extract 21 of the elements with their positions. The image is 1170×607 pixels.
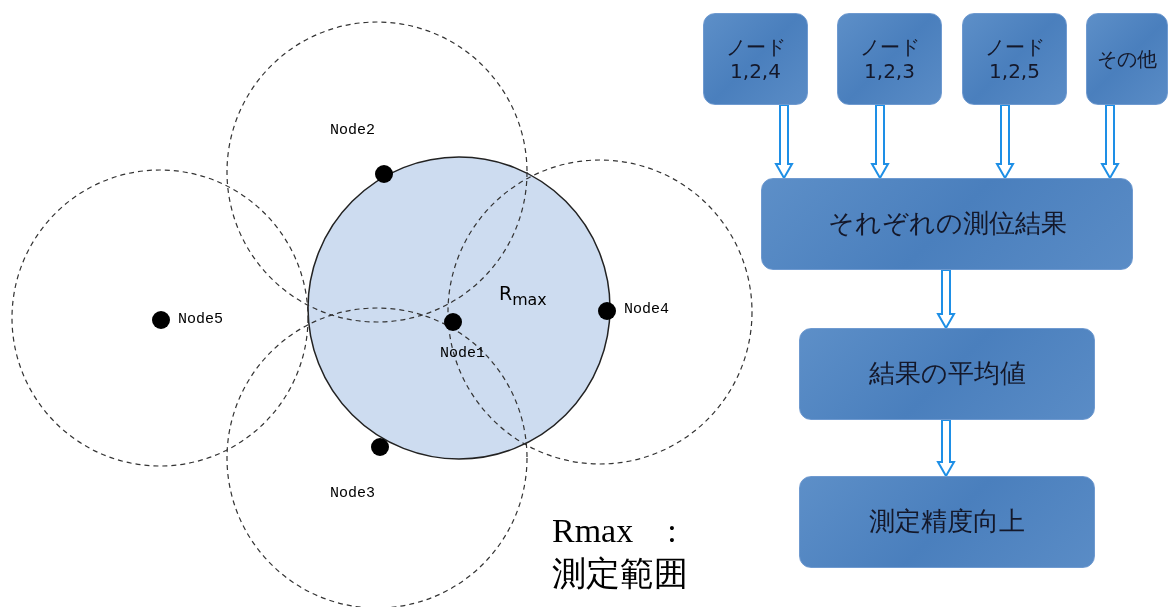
hollow-arrow	[995, 104, 1015, 180]
hollow-arrow	[936, 419, 956, 478]
hollow-arrow	[1100, 104, 1120, 180]
legend-note: Rmax : 測定範囲	[552, 511, 689, 594]
node-label: Node4	[624, 301, 669, 318]
process-box: ノード 1,2,3	[837, 13, 942, 105]
measurement-range-circle	[307, 156, 611, 460]
node-label: Node1	[440, 345, 485, 362]
node-label: Node3	[330, 485, 375, 502]
process-box: ノード 1,2,5	[962, 13, 1067, 105]
radius-label: R$_{max}$	[499, 282, 547, 309]
process-box: それぞれの測位結果	[761, 178, 1133, 270]
process-box: ノード 1,2,4	[703, 13, 808, 105]
process-box: 測定精度向上	[799, 476, 1095, 568]
process-box: 結果の平均値	[799, 328, 1095, 420]
process-box: その他	[1086, 13, 1168, 105]
hollow-arrow	[936, 269, 956, 330]
node-label: Node5	[178, 311, 223, 328]
node-label: Node2	[330, 122, 375, 139]
hollow-arrow	[870, 104, 890, 180]
hollow-arrow	[774, 104, 794, 180]
